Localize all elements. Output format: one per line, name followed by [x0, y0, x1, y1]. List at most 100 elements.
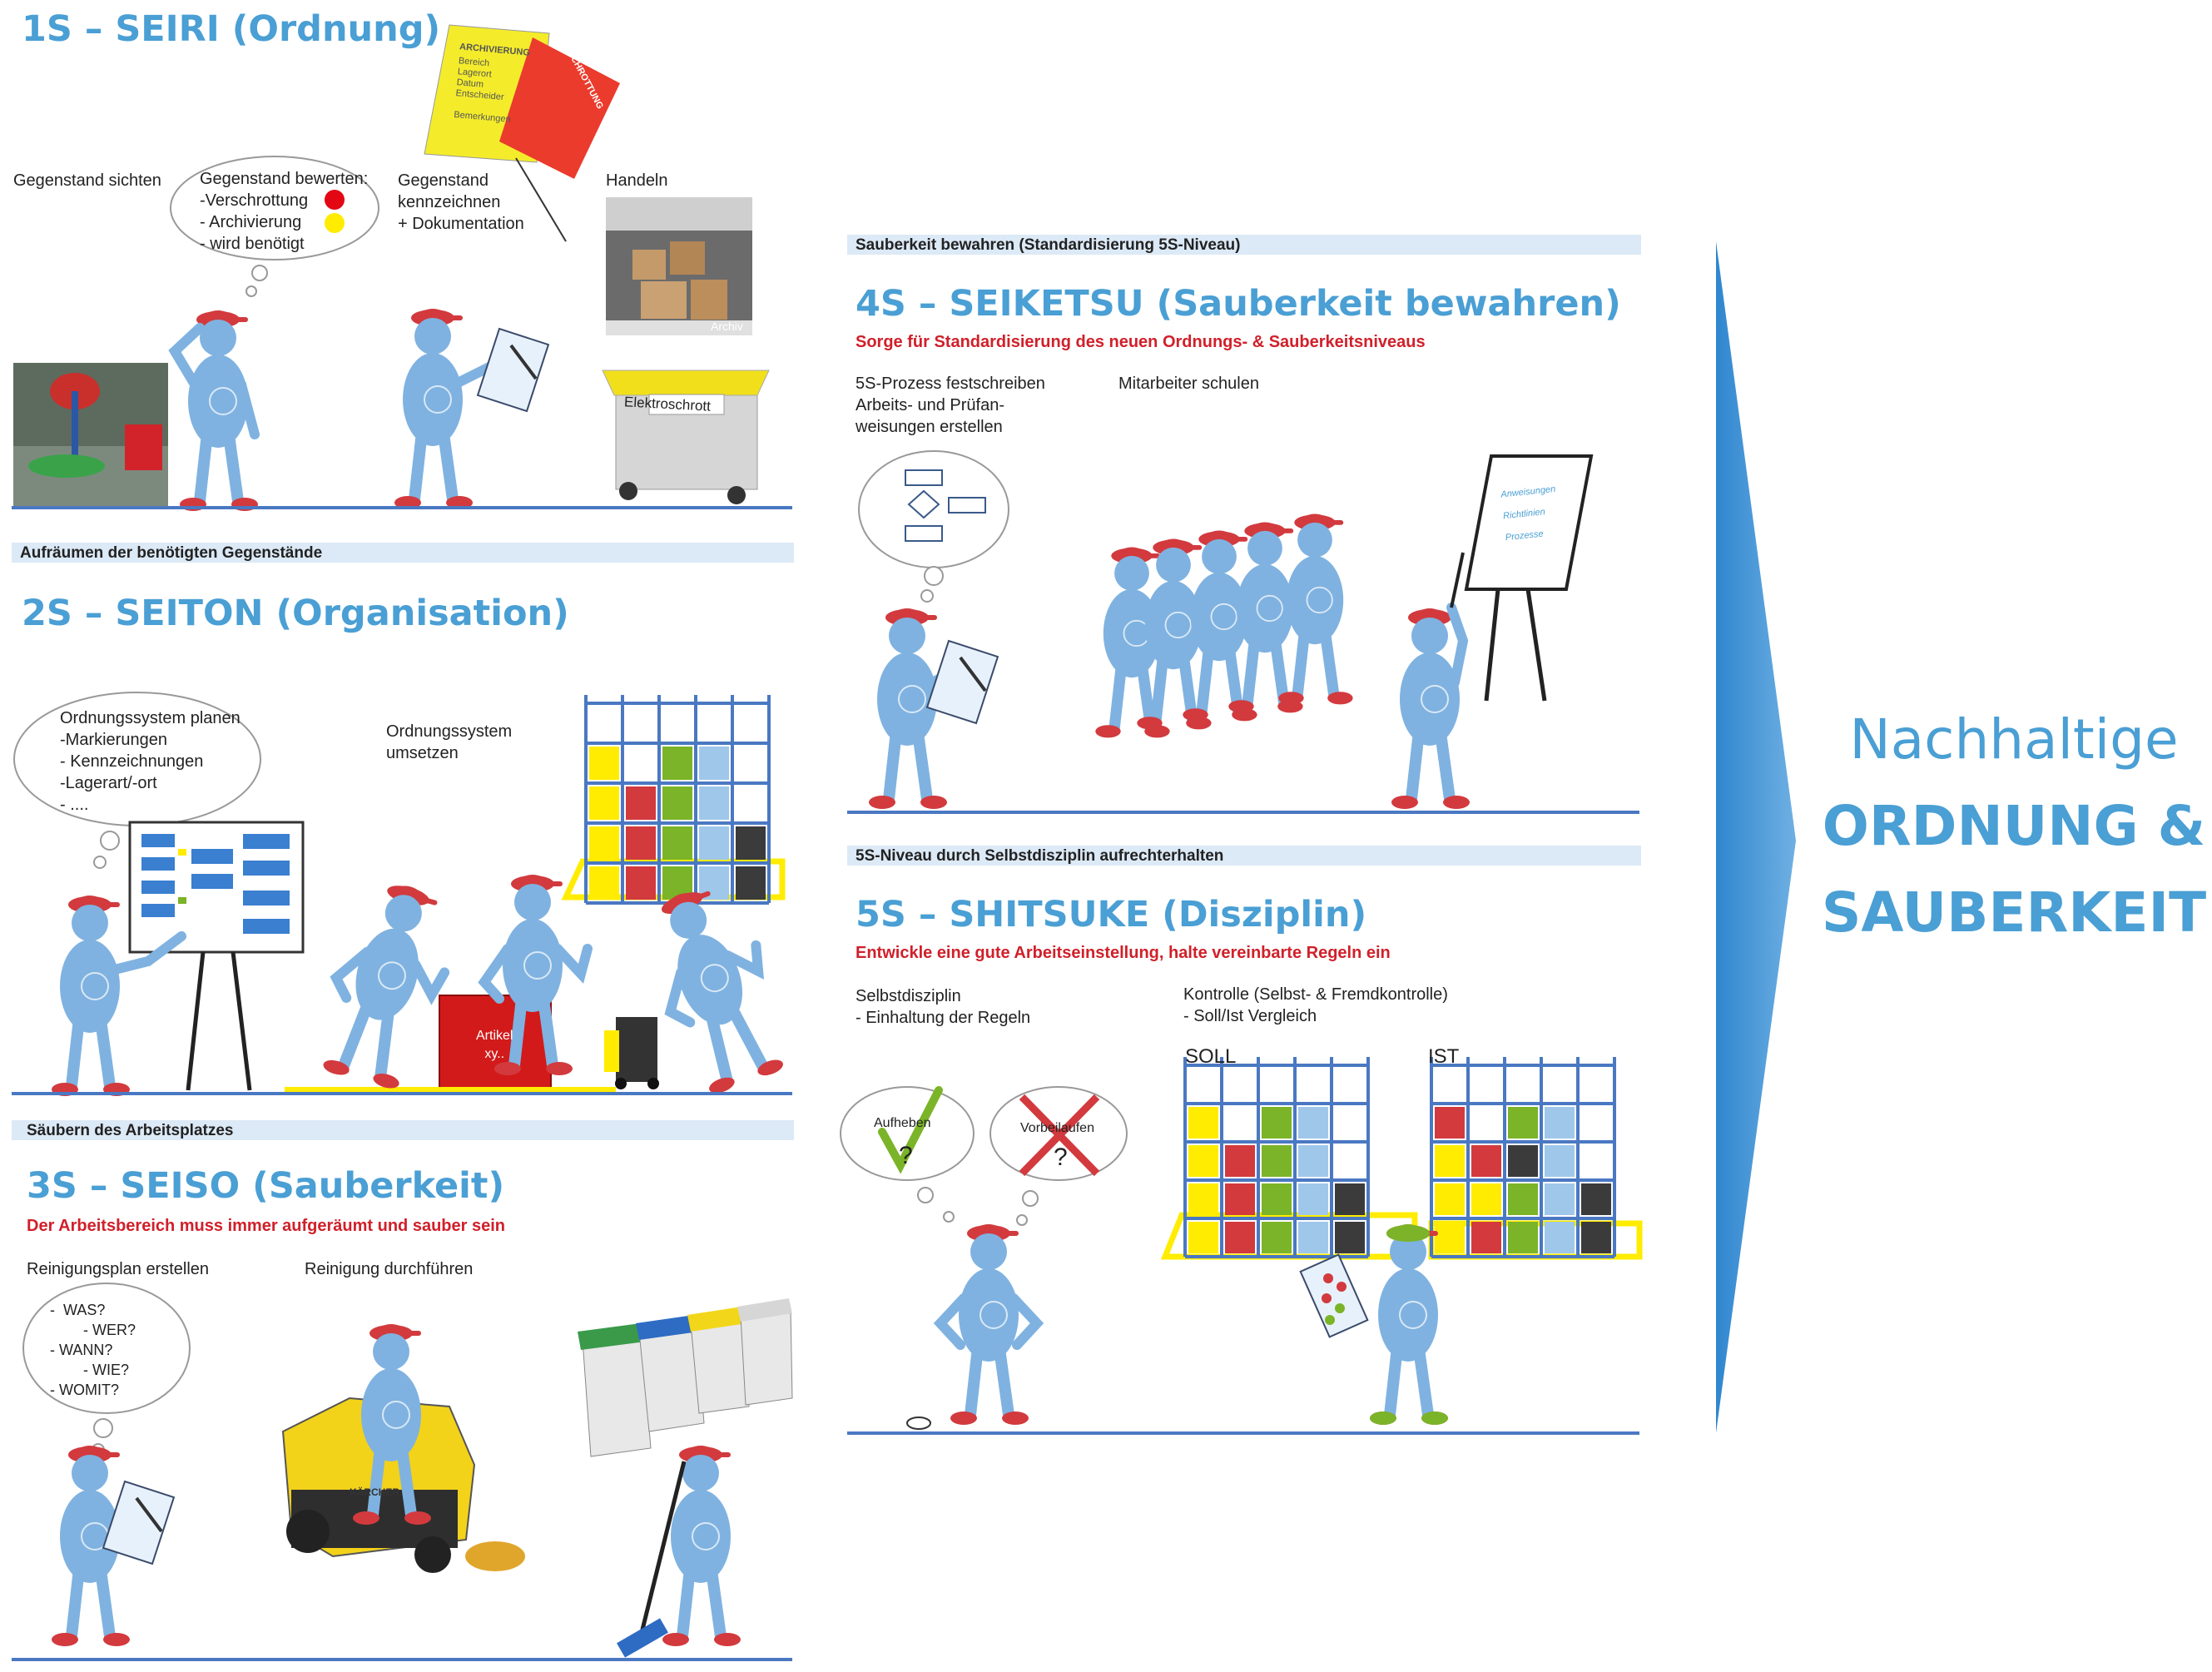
- step-implement-order: Ordnungssystem umsetzen: [386, 722, 513, 762]
- step-train-staff: Mitarbeiter schulen: [1118, 375, 1259, 393]
- shelf-bin: [1508, 1183, 1538, 1215]
- section-title-1s: 1S – SEIRI (Ordnung): [22, 8, 441, 50]
- shelf-bin: [1298, 1222, 1328, 1253]
- flipchart-board: [1464, 454, 1594, 702]
- items-photo: [13, 363, 168, 506]
- shelf-bin: [1471, 1069, 1501, 1100]
- section-4s: [847, 450, 1639, 812]
- worker-figure: [633, 876, 799, 1099]
- shelf-bin: [1508, 1069, 1538, 1100]
- shelf-bin: [589, 747, 619, 780]
- shelf-bin: [1435, 1183, 1465, 1215]
- section-2s: [12, 692, 799, 1099]
- step-perform-cleaning: Reinigung durchführen: [305, 1260, 474, 1278]
- shelf-bin: [736, 786, 766, 820]
- sweeper-brand: KÄRCHER: [350, 1486, 399, 1498]
- step-evaluate-item: Gegenstand bewerten: -Verschrottung - Ar…: [200, 170, 369, 253]
- section-bar-4s: [847, 235, 1641, 255]
- pick-up-thought-cloud: [840, 1086, 975, 1223]
- shelf-bin: [1435, 1145, 1465, 1177]
- shelf-bin: [1225, 1222, 1255, 1253]
- shelf-bin: [1471, 1145, 1501, 1177]
- shelf-bin: [736, 826, 766, 860]
- article-box-label: Artikel xy..: [476, 1029, 513, 1061]
- shelf-bin: [1581, 1222, 1611, 1253]
- cleaning-questions: - WAS? - WER? - WANN? - WIE? - WOMIT?: [50, 1302, 136, 1398]
- pick-up-question: ?: [899, 1142, 913, 1169]
- shelf-bin: [662, 786, 692, 820]
- shelf-bin: [1188, 1069, 1218, 1100]
- electronic-waste-bin: [602, 370, 770, 504]
- bin-cart: [604, 1017, 659, 1089]
- step-label-item: Gegenstand kennzeichnen + Dokumentation: [398, 171, 524, 233]
- shelf-bin: [1298, 1107, 1328, 1139]
- plan-cloud-text: Ordnungssystem planen -Markierungen - Ke…: [60, 709, 241, 814]
- clipboard: [925, 639, 999, 726]
- shelf-bin: [589, 707, 619, 740]
- shelf-bin: [1545, 1222, 1575, 1253]
- shelf-bin: [1225, 1183, 1255, 1215]
- inspector-figure: [1370, 1224, 1448, 1425]
- shelf-bin: [736, 707, 766, 740]
- shelf-bin: [1545, 1107, 1575, 1139]
- trainer-figure: [1391, 552, 1470, 809]
- clipboard: [102, 1480, 176, 1566]
- shelf-bin: [662, 826, 692, 860]
- shelf-bin: [736, 866, 766, 900]
- shelf-bin: [1225, 1145, 1255, 1177]
- shelf-bin: [1581, 1069, 1611, 1100]
- shelf-bin: [1262, 1222, 1292, 1253]
- evaluate-thought-cloud: [170, 156, 379, 297]
- shelf-bin: [1471, 1183, 1501, 1215]
- section-title-5s: 5S – SHITSUKE (Disziplin): [856, 894, 1367, 935]
- step-define-process: 5S-Prozess festschreiben Arbeits- und Pr…: [856, 375, 1045, 436]
- shelf-bin: [1508, 1107, 1538, 1139]
- shelf-bin: [1298, 1145, 1328, 1177]
- layout-planning-board: [128, 821, 305, 1091]
- final-line-2: ORDNUNG &: [1822, 794, 2206, 858]
- shelf-bin: [1188, 1183, 1218, 1215]
- plan-thought-cloud: [13, 692, 261, 869]
- section-bar-2s: [12, 543, 794, 563]
- shelf-bin: [662, 747, 692, 780]
- section-bar-3s: [12, 1120, 794, 1140]
- archive-tag-fields: Bereich Lagerort Datum Entscheider Bemer…: [453, 56, 512, 125]
- shelf-bin: [1298, 1069, 1328, 1100]
- section-note-4s: Sorge für Standardisierung des neuen Ord…: [856, 333, 1426, 351]
- checklist-board: [1299, 1253, 1369, 1338]
- shelf-bin: [1188, 1145, 1218, 1177]
- shelf-bin: [662, 707, 692, 740]
- shelf-bin: [699, 747, 729, 780]
- shelf-bin: [1335, 1222, 1365, 1253]
- shelf-bin: [1225, 1069, 1255, 1100]
- worker-figure: [617, 1446, 741, 1658]
- shelf-bin: [1435, 1069, 1465, 1100]
- pick-up-label: Aufheben: [874, 1116, 931, 1130]
- shelf-bin: [1335, 1107, 1365, 1139]
- section-title-3s: 3S – SEISO (Sauberkeit): [27, 1165, 505, 1207]
- shelf-bin: [1545, 1183, 1575, 1215]
- shelf-bin: [626, 747, 656, 780]
- walk-past-question: ?: [1054, 1144, 1068, 1171]
- shelf-bin: [1188, 1107, 1218, 1139]
- progress-arrow: [1716, 241, 1796, 1433]
- shelf-bin: [1581, 1183, 1611, 1215]
- section-1s: [12, 24, 792, 511]
- section-subtitle-3s: Säubern des Arbeitsplatzes: [27, 1122, 234, 1139]
- clipboard: [476, 327, 550, 414]
- step-cleaning-plan: Reinigungsplan erstellen: [27, 1260, 210, 1278]
- archive-photo-label: Archiv: [711, 320, 743, 333]
- litter-item: [906, 1416, 931, 1430]
- final-line-1: Nachhaltige: [1849, 707, 2179, 772]
- shelf-bin: [1188, 1222, 1218, 1253]
- shelf-bin: [1262, 1069, 1292, 1100]
- process-thought-cloud: [858, 450, 1009, 603]
- waste-bins: [578, 1298, 793, 1457]
- soll-shelf: [1160, 1057, 1418, 1260]
- scrap-tag-red: [499, 37, 620, 242]
- step-self-discipline: Selbstdisziplin - Einhaltung der Regeln: [856, 987, 1031, 1027]
- ist-shelf: [1428, 1057, 1643, 1260]
- trainee-group: [1095, 514, 1352, 737]
- shelf-bin: [1335, 1145, 1365, 1177]
